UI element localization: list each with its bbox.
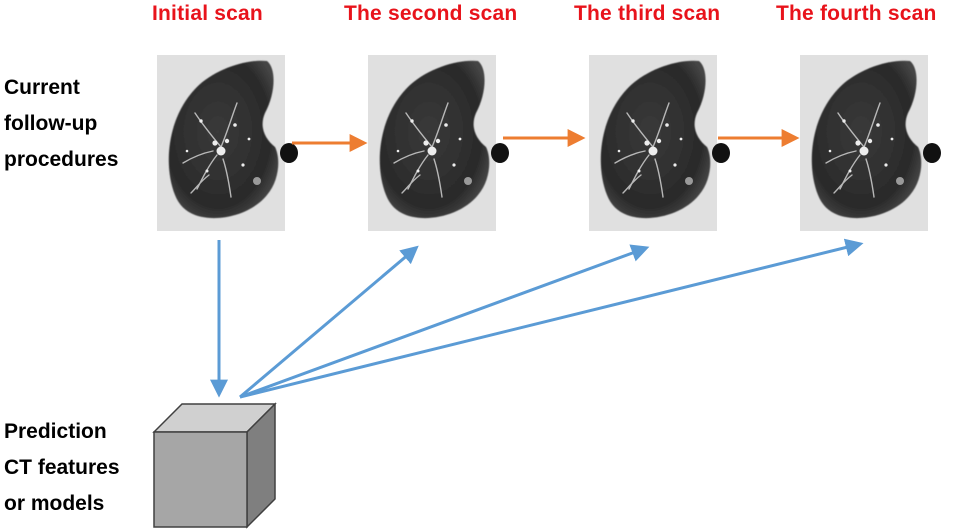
prediction-arrow-third <box>239 244 650 399</box>
row-label-line: procedures <box>4 148 119 171</box>
scan-title-second: The second scan <box>344 2 518 25</box>
ct-scan-fourth <box>800 55 941 231</box>
ct-scan-initial <box>157 55 298 231</box>
scan-title-fourth: The fourth scan <box>776 2 937 25</box>
ct-scan-second <box>368 55 509 231</box>
row-label-line: or models <box>4 492 105 515</box>
row-label-line: follow-up <box>4 112 98 135</box>
row-label-line: Current <box>4 76 80 99</box>
ct-scan-third <box>589 55 730 231</box>
scan-title-initial: Initial scan <box>152 2 263 25</box>
prediction-arrow-second <box>239 245 419 399</box>
prediction-model-cube <box>152 402 277 529</box>
row-label-line: Prediction <box>4 420 107 443</box>
prediction-arrow-fourth <box>239 238 864 399</box>
row-label-line: CT features <box>4 456 120 479</box>
row-label-current-follow-up: Current follow-up procedures <box>4 70 118 178</box>
row-label-prediction: Prediction CT features or models <box>4 414 120 522</box>
scan-title-third: The third scan <box>574 2 721 25</box>
cube-front-face <box>153 431 248 528</box>
